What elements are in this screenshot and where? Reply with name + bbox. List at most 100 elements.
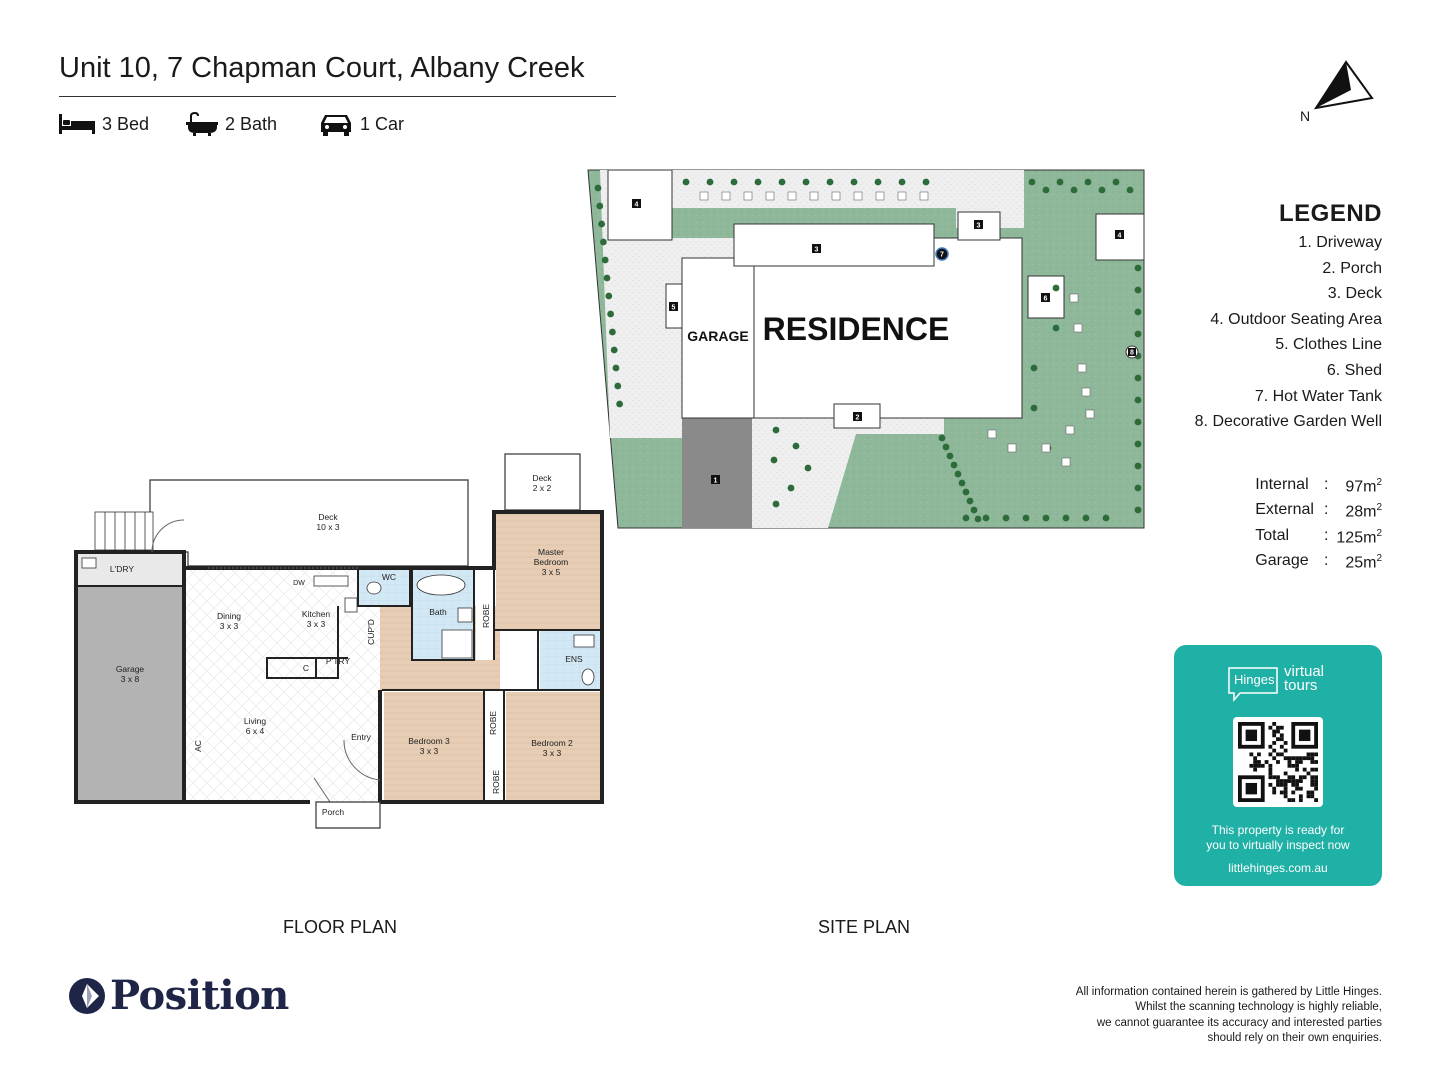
paver-icon xyxy=(897,191,907,201)
shrub-icon xyxy=(1134,484,1142,492)
site-marker: 7 xyxy=(940,252,944,259)
paver-icon xyxy=(809,191,819,201)
tour-brand-small: Hinges xyxy=(1234,672,1275,687)
site-marker: 4 xyxy=(1118,233,1122,240)
paver-icon xyxy=(787,191,797,201)
paver-icon xyxy=(765,191,775,201)
shrub-icon xyxy=(1098,186,1106,194)
shrub-icon xyxy=(1134,330,1142,338)
feature-cars-label: 1 Car xyxy=(360,113,405,134)
paver-icon xyxy=(831,191,841,201)
paver-icon xyxy=(1073,323,1083,333)
property-title: Unit 10, 7 Chapman Court, Albany Creek xyxy=(59,52,585,84)
north-label: N xyxy=(1300,108,1311,124)
shrub-icon xyxy=(1052,284,1060,292)
room-label: Dining xyxy=(217,611,241,621)
shrub-icon xyxy=(950,461,958,469)
area-separator: : xyxy=(1323,476,1329,494)
shrub-icon xyxy=(1052,324,1060,332)
room-size: 3 x 8 xyxy=(121,674,140,684)
feature-beds-label: 3 Bed xyxy=(102,113,150,134)
north-arrow-icon xyxy=(1313,60,1374,110)
position-logo-icon xyxy=(69,977,105,1014)
shrub-icon xyxy=(958,479,966,487)
paver-icon xyxy=(1085,409,1095,419)
room-label: Bedroom 3 xyxy=(408,736,450,746)
shrub-icon xyxy=(1126,186,1134,194)
shrub-icon xyxy=(610,346,618,354)
room-label: L'DRY xyxy=(110,564,134,574)
shrub-icon xyxy=(603,274,611,282)
room-size: 2 x 2 xyxy=(533,483,552,493)
shrub-icon xyxy=(1134,440,1142,448)
legend-item: 5. Clothes Line xyxy=(1275,336,1382,354)
site-marker: 3 xyxy=(815,247,819,254)
site-marker: 5 xyxy=(672,305,676,312)
shrub-icon xyxy=(974,515,982,523)
shrub-icon xyxy=(982,514,990,522)
paver-icon xyxy=(1007,443,1017,453)
shrub-icon xyxy=(1134,264,1142,272)
shrub-icon xyxy=(787,484,795,492)
room-label: CUP'D xyxy=(366,619,376,645)
shrub-icon xyxy=(966,497,974,505)
legend-item: 2. Porch xyxy=(1322,259,1382,277)
site-plan: RESIDENCE GARAGE 1 2 3 3 4 4 5 6 7 8 xyxy=(587,169,1145,529)
area-separator: : xyxy=(1323,501,1329,519)
shrub-icon xyxy=(778,178,786,186)
disclaimer: All information contained herein is gath… xyxy=(1075,986,1382,1045)
room-size: 3 x 3 xyxy=(543,748,562,758)
feature-baths-label: 2 Bath xyxy=(225,113,278,134)
area-label: Total xyxy=(1255,526,1290,544)
shrub-icon xyxy=(802,178,810,186)
area-row: Garage : 25m2 xyxy=(1255,548,1382,573)
shrub-icon xyxy=(938,434,946,442)
room-label: Kitchen xyxy=(302,609,331,619)
shrub-icon xyxy=(1102,514,1110,522)
paver-icon xyxy=(853,191,863,201)
shrub-icon xyxy=(730,178,738,186)
shrub-icon xyxy=(1056,178,1064,186)
shrub-icon xyxy=(594,184,602,192)
tour-url-link[interactable]: littlehinges.com.au xyxy=(1228,861,1328,875)
paver-icon xyxy=(987,429,997,439)
feature-baths: 2 Bath xyxy=(185,112,277,136)
shrub-icon xyxy=(1134,418,1142,426)
area-separator: : xyxy=(1323,552,1329,570)
shrub-icon xyxy=(1028,178,1036,186)
company-logo: Position xyxy=(68,972,289,1019)
room-label: ENS xyxy=(565,654,583,664)
paver-icon xyxy=(1069,293,1079,303)
tour-brand-word2: tours xyxy=(1284,677,1318,694)
legend-item: 3. Deck xyxy=(1327,285,1382,303)
area-value: 28m2 xyxy=(1345,502,1382,521)
shrub-icon xyxy=(1062,514,1070,522)
shrub-icon xyxy=(1134,462,1142,470)
room-label: Entry xyxy=(351,732,372,742)
paver-icon xyxy=(699,191,709,201)
shrub-icon xyxy=(598,220,605,228)
legend-item: 4. Outdoor Seating Area xyxy=(1210,310,1382,328)
qr-code[interactable] xyxy=(1233,717,1323,807)
speech-bubble-icon xyxy=(1228,667,1278,703)
virtual-tour-card[interactable]: Hinges virtual tours This property is re… xyxy=(1174,645,1382,886)
company-name: Position xyxy=(110,972,289,1019)
shrub-icon xyxy=(706,178,714,186)
paver-icon xyxy=(721,191,731,201)
legend-list: 1. Driveway 2. Porch 3. Deck 4. Outdoor … xyxy=(1195,230,1382,435)
shrub-icon xyxy=(601,256,609,264)
shrub-icon xyxy=(1134,374,1142,382)
site-marker: 2 xyxy=(856,415,860,422)
residence-label: RESIDENCE xyxy=(763,311,950,347)
shrub-icon xyxy=(1134,286,1142,294)
feature-cars: 1 Car xyxy=(318,112,404,136)
bed-icon xyxy=(59,114,95,134)
area-separator: : xyxy=(1323,526,1329,544)
area-value: 25m2 xyxy=(1345,552,1382,572)
shrub-icon xyxy=(826,178,834,186)
shrub-icon xyxy=(1042,514,1050,522)
shrub-icon xyxy=(874,178,882,186)
room-label: Bedroom xyxy=(534,557,569,567)
site-marker: 3 xyxy=(977,223,981,230)
shrub-icon xyxy=(596,202,604,210)
